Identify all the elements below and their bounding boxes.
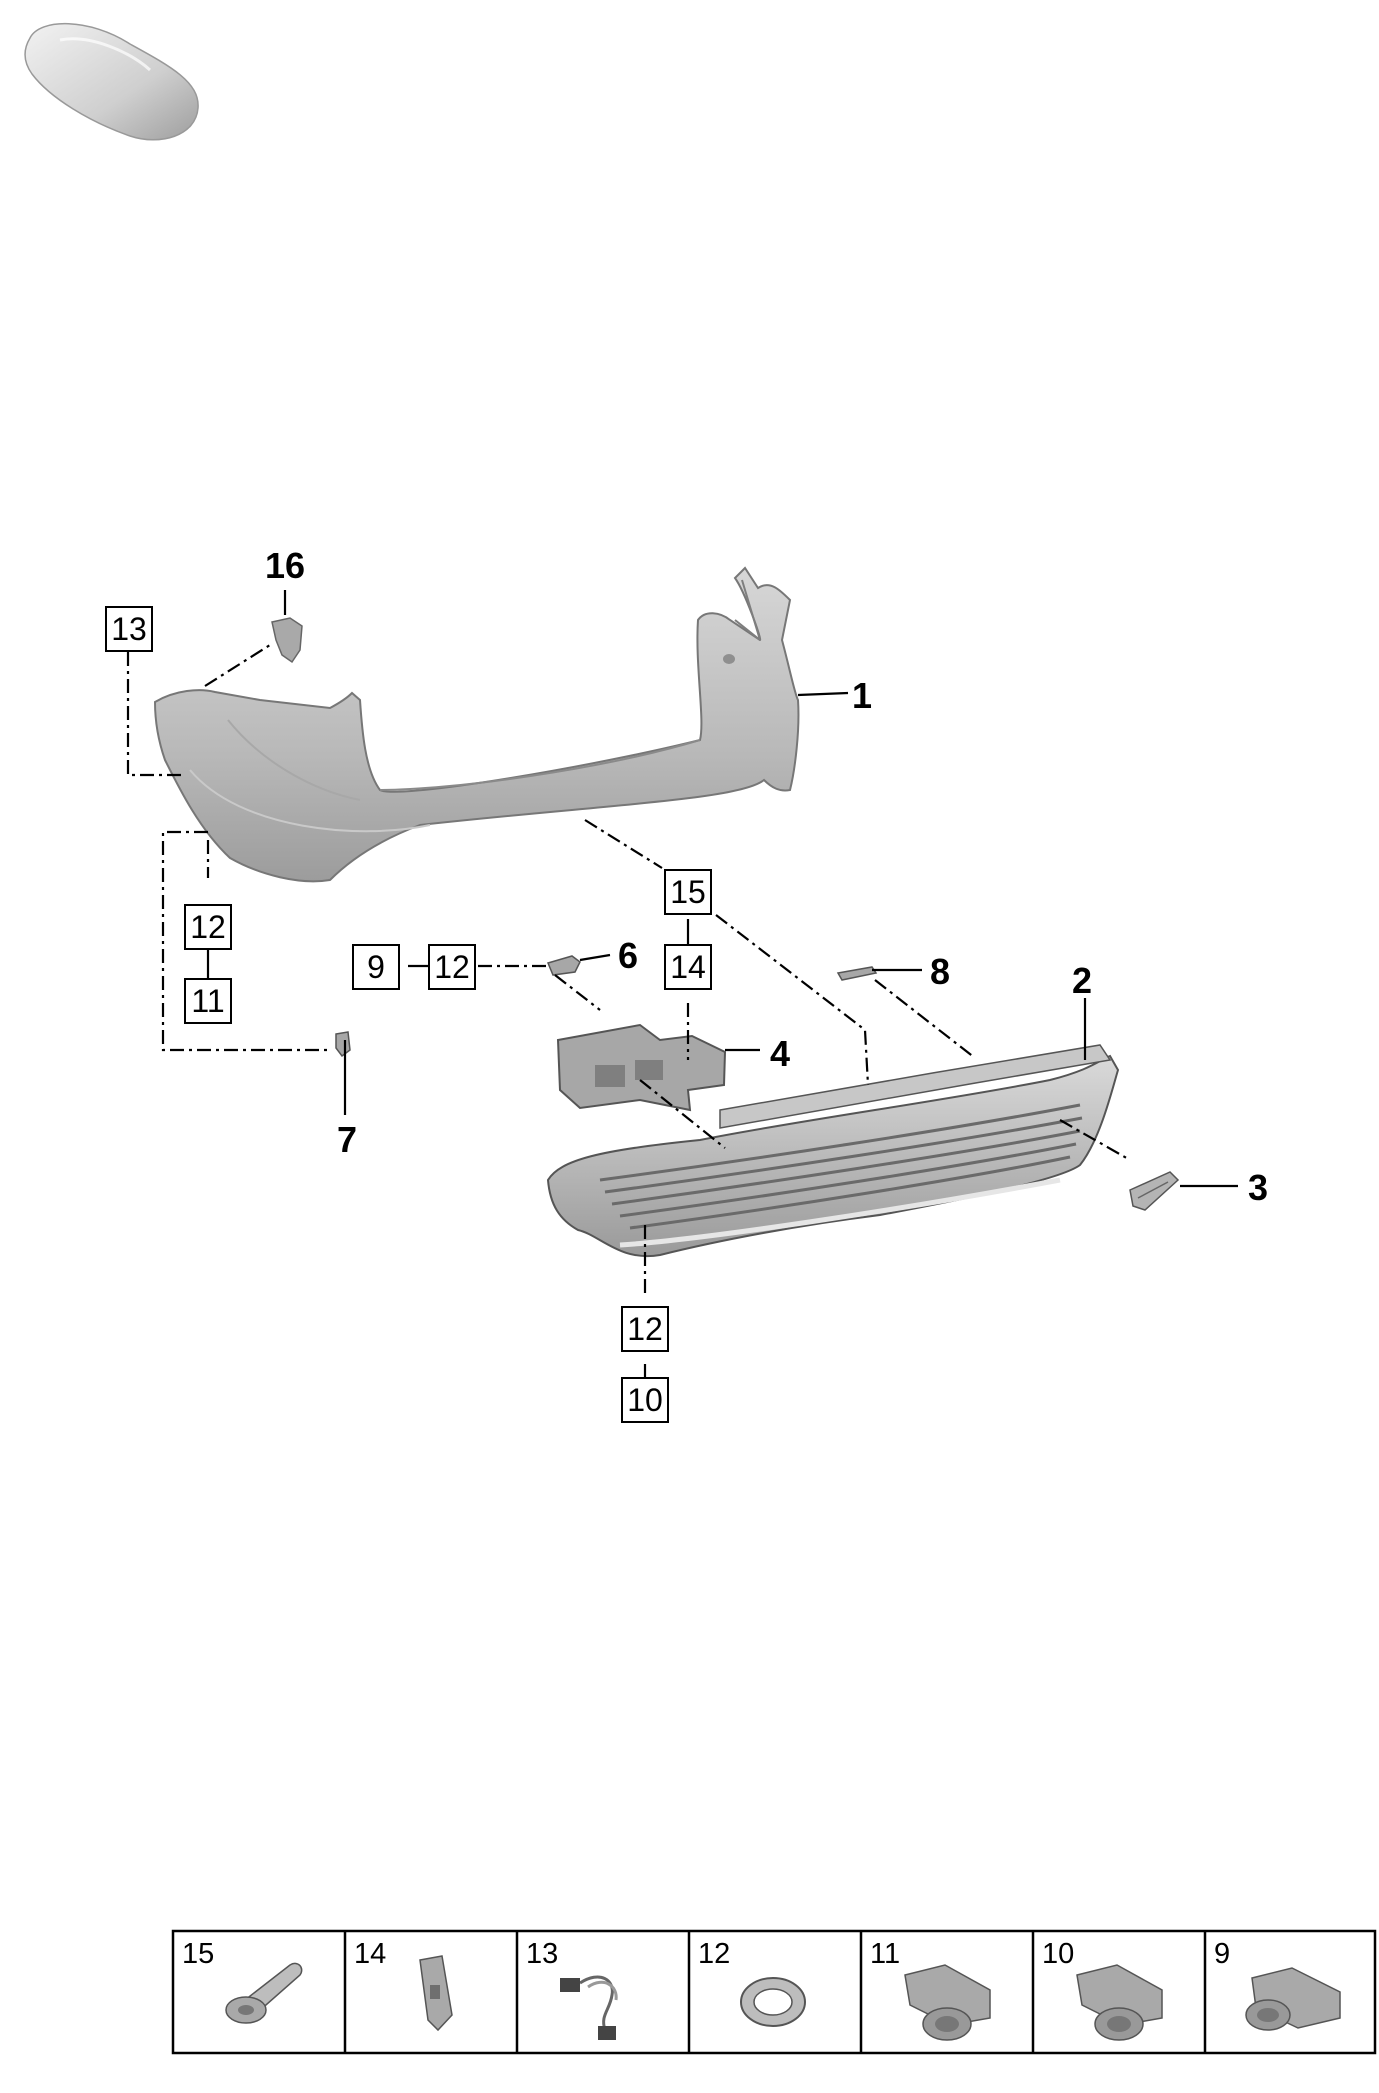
ref-box-12: 12 (428, 944, 476, 990)
ref-box-15: 15 (664, 869, 712, 915)
legend-number: 11 (870, 1938, 900, 1970)
legend-number: 9 (1214, 1938, 1230, 1970)
part-label-1: 1 (852, 675, 872, 716)
dash-dot-lines (126, 644, 1131, 1295)
part-label-4: 4 (770, 1033, 790, 1074)
part-16-bracket (271, 617, 303, 664)
diffuser-slats (599, 1103, 1083, 1230)
svg-text:13: 13 (111, 611, 147, 647)
legend-number: 13 (526, 1938, 558, 1970)
svg-text:12: 12 (627, 1311, 663, 1347)
sensor-ring-icon (740, 1977, 806, 2027)
ref-box-12: 12 (621, 1306, 669, 1352)
ref-box-10: 10 (621, 1377, 669, 1423)
parking-sensor-icon (1245, 1967, 1341, 2031)
bracket-part (556, 1023, 727, 1112)
svg-text:14: 14 (670, 949, 706, 985)
svg-text:11: 11 (191, 983, 224, 1019)
legend-number: 15 (182, 1938, 214, 1970)
wiring-harness-icon (560, 1975, 618, 2040)
legend-number: 12 (698, 1938, 730, 1970)
car-thumbnail-icon (24, 22, 199, 141)
bumper-cover-part (153, 566, 800, 883)
svg-text:15: 15 (670, 874, 706, 910)
part-6-clip (546, 955, 581, 976)
ref-box-9: 9 (352, 944, 400, 990)
svg-text:10: 10 (627, 1382, 663, 1418)
grille-insert-part (1129, 1171, 1180, 1211)
ref-box-14: 14 (664, 944, 712, 990)
part-label-6: 6 (618, 935, 638, 976)
part-8-clip (836, 966, 878, 981)
svg-text:12: 12 (190, 909, 226, 945)
svg-text:12: 12 (434, 949, 470, 985)
part-label-3: 3 (1248, 1167, 1268, 1208)
leader-lines (206, 590, 1238, 1395)
legend-number: 14 (354, 1938, 386, 1970)
legend-number: 10 (1042, 1938, 1074, 1970)
svg-text:9: 9 (367, 949, 385, 985)
legend-table: 15 14 13 12 11 10 9 (171, 1929, 1377, 2055)
ref-box-13: 13 (105, 606, 153, 652)
screw-icon (225, 1962, 303, 2024)
parking-sensor-icon (904, 1964, 991, 2041)
part-label-8: 8 (930, 951, 950, 992)
ref-box-12: 12 (184, 904, 232, 950)
bracket-clip-icon (419, 1955, 453, 2032)
diffuser-part (546, 1044, 1120, 1258)
part-label-16: 16 (265, 545, 305, 586)
ref-box-11: 11 (184, 978, 232, 1024)
part-label-7: 7 (337, 1119, 357, 1160)
part-label-2: 2 (1072, 960, 1092, 1001)
part-7-clip (335, 1031, 351, 1058)
parking-sensor-icon (1076, 1964, 1163, 2041)
